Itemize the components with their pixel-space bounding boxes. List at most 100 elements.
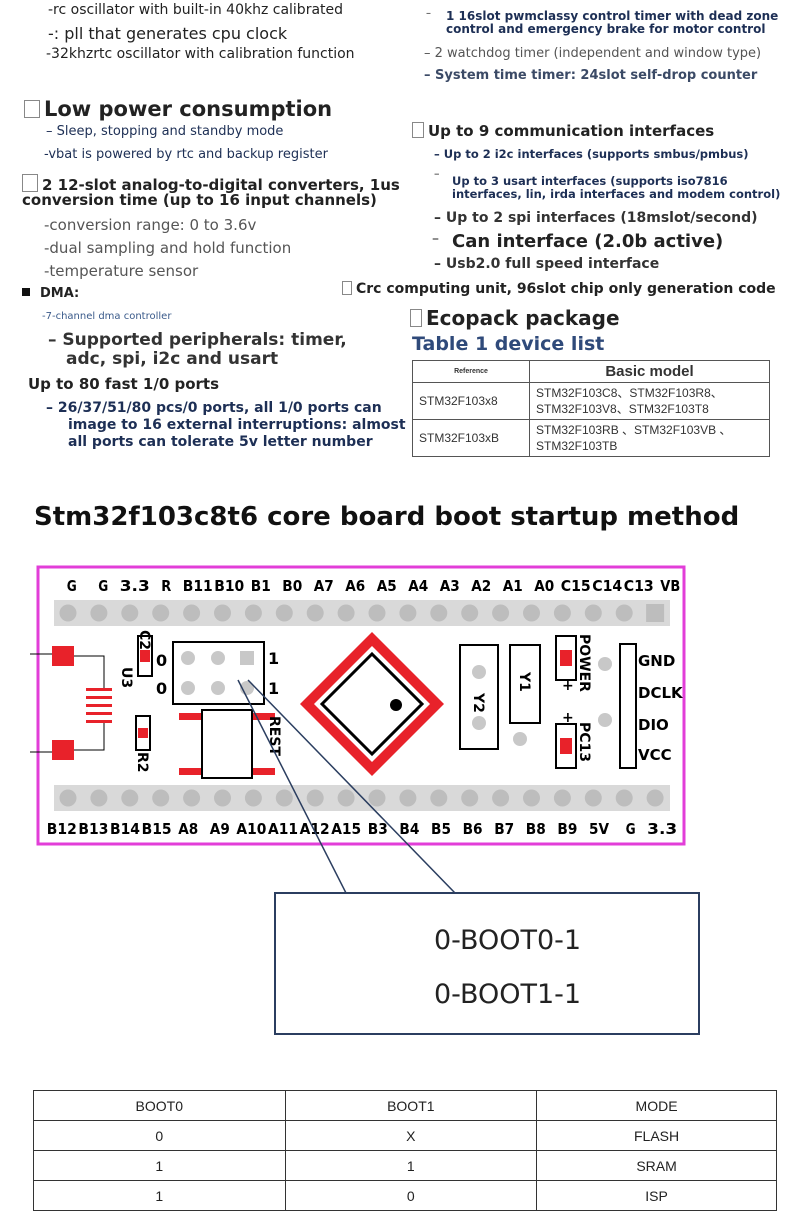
vcc-label: VCC: [638, 746, 672, 764]
pin-label: A6: [345, 577, 365, 595]
temperature-sensor-text: -temperature sensor: [44, 262, 199, 280]
header-pin: [90, 604, 108, 622]
table-header-row: Reference Basic model: [412, 360, 770, 383]
pin-label: B8: [526, 820, 546, 838]
table-header-reference: Reference: [412, 360, 530, 383]
pc13-led-pad: [560, 738, 572, 754]
adc-heading-line2: conversion time (up to 16 input channels…: [22, 191, 377, 209]
table-cell-reference: STM32F103xB: [412, 419, 530, 457]
dclk-label: DCLK: [638, 684, 684, 702]
pin-label: B11: [183, 577, 213, 595]
peripherals-line2: adc, spi, i2c and usart: [66, 349, 279, 369]
header-pin: [244, 789, 262, 807]
section-title: Stm32f103c8t6 core board boot startup me…: [34, 502, 740, 532]
header-pin: [121, 604, 139, 622]
mcu-chip: [319, 651, 425, 757]
pin-label: A4: [408, 577, 428, 595]
pin-label: R: [161, 577, 171, 595]
header-pin: [646, 604, 665, 622]
header-pin: [646, 789, 664, 807]
pin-label: A15: [331, 820, 361, 838]
dma-channel-text: -7-channel dma controller: [42, 311, 172, 322]
pin-label: B4: [399, 820, 419, 838]
mcu-dot: [390, 699, 402, 711]
header-pin: [59, 789, 77, 807]
usb-pad: [52, 740, 74, 760]
header-boot1: BOOT1: [284, 1090, 538, 1121]
checkbox-icon: [412, 122, 424, 138]
checkbox-icon: [342, 281, 352, 295]
header-pin: [59, 604, 77, 622]
r2-pad: [138, 728, 148, 738]
plus-icon: +: [562, 678, 574, 694]
reset-button[interactable]: [201, 709, 253, 779]
pin-label: B7: [494, 820, 514, 838]
pin-label: A2: [471, 577, 491, 595]
y1-crystal: [509, 644, 541, 724]
usb-text: – Usb2.0 full speed interface: [434, 256, 660, 272]
dual-sampling-text: -dual sampling and hold function: [44, 239, 292, 257]
io-ports-heading: Up to 80 fast 1/0 ports: [28, 375, 220, 393]
checkbox-icon: [22, 174, 38, 192]
cell-boot0: 1: [33, 1150, 286, 1181]
header-pin: [461, 789, 479, 807]
bullet-icon: [22, 288, 30, 296]
y2-crystal: [459, 644, 499, 750]
u3-label: U3: [118, 667, 134, 688]
ecopack-heading: Ecopack package: [410, 306, 620, 330]
io-ports-line1: – 26/37/51/80 pcs/0 ports, all 1/0 ports…: [46, 400, 382, 416]
header-pin: [492, 789, 510, 807]
pin-label: B9: [557, 820, 577, 838]
header-pin: [461, 604, 479, 622]
pin-label: C14: [592, 577, 622, 595]
pin-label: B15: [142, 820, 172, 838]
pin-label: VB: [660, 577, 680, 595]
header-pin: [337, 604, 355, 622]
table-title: Table 1 device list: [412, 333, 605, 355]
header-pin: [368, 604, 386, 622]
rest-label: REST: [266, 716, 282, 756]
header-pin: [152, 604, 170, 622]
cell-boot1: 1: [284, 1150, 538, 1181]
watchdog-text: – 2 watchdog timer (independent and wind…: [424, 46, 762, 61]
vbat-text: -vbat is powered by rtc and backup regis…: [44, 147, 328, 162]
header-pin: [275, 789, 293, 807]
header-pin: [152, 789, 170, 807]
header-pin: [306, 604, 324, 622]
pin-label: A10: [236, 820, 266, 838]
gnd-label: GND: [638, 652, 675, 670]
header-pin: [430, 604, 448, 622]
header-pin: [183, 604, 201, 622]
r2-label: R2: [134, 752, 150, 773]
pin-label: B6: [463, 820, 483, 838]
pin-label: B5: [431, 820, 451, 838]
table-cell-reference: STM32F103x8: [412, 382, 530, 420]
pin-label: A1: [503, 577, 523, 595]
callout-line: [247, 679, 456, 894]
pin-label: B0: [282, 577, 302, 595]
usart-line1: Up to 3 usart interfaces (supports iso78…: [452, 174, 728, 188]
cell-boot1: 0: [284, 1180, 538, 1211]
usart-line2: interfaces, lin, irda interfaces and mod…: [452, 187, 781, 201]
jumper-label-0: 0: [156, 679, 167, 698]
spi-text: – Up to 2 spi interfaces (18mslot/second…: [434, 210, 758, 226]
header-pin: [615, 789, 633, 807]
cell-mode: SRAM: [536, 1150, 777, 1181]
callout-boot1: 0-BOOT1-1: [434, 979, 581, 1010]
pin-label: B3: [368, 820, 388, 838]
top-header: [54, 600, 670, 626]
header-pin: [244, 604, 262, 622]
dash-icon: –: [426, 8, 431, 19]
table-cell-models: STM32F103RB 、STM32F103VB 、STM32F103TB: [529, 419, 770, 457]
table-row: 0 X FLASH: [33, 1120, 777, 1151]
pc13-label: PC13: [576, 722, 592, 762]
comm-heading: Up to 9 communication interfaces: [412, 122, 714, 140]
rc-oscillator-text: -rc oscillator with built-in 40khz calib…: [48, 2, 344, 18]
header-pin: [275, 604, 293, 622]
pin-label: B1: [251, 577, 271, 595]
header-pin: [584, 604, 602, 622]
pin-label: B10: [214, 577, 244, 595]
cell-boot0: 0: [33, 1120, 286, 1151]
pin-label: 3.3: [120, 577, 150, 595]
